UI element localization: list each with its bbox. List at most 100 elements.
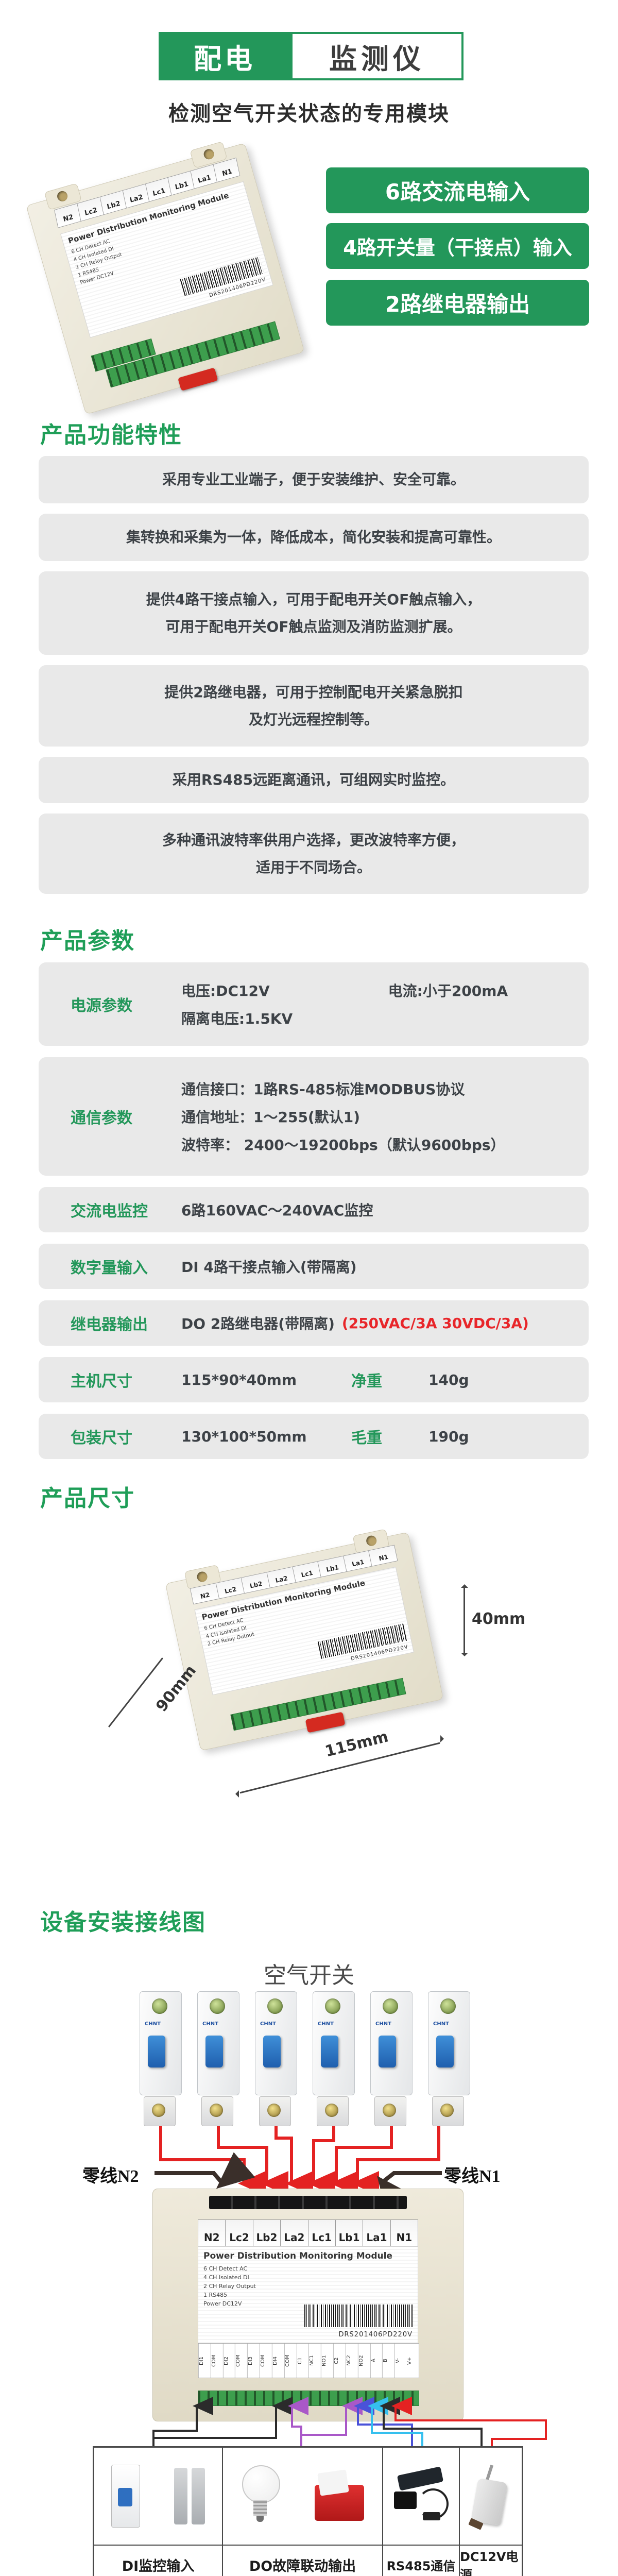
device-power-cell (460, 2448, 522, 2545)
ribbon-relay-output: 2路继电器输出 (326, 280, 589, 326)
param-label: 主机尺寸 (71, 1372, 132, 1391)
device-door-contacts (174, 2468, 205, 2524)
feature-text: 采用专业工业端子，便于安装维护、安全可靠。 (162, 471, 465, 488)
terminal-cell: V+ (407, 2357, 413, 2365)
top-connector (209, 2196, 407, 2209)
din-clip (178, 367, 218, 391)
terminal-cell: COM (210, 2344, 223, 2378)
param-value-rating: (250VAC/3A 30VDC/3A) (341, 1314, 529, 1332)
din-clip (305, 1711, 346, 1733)
param-row-comm: 通信参数 通信接口：1路RS-485标准MODBUS协议 通信地址：1～255(… (39, 1057, 589, 1176)
device-label: DO故障联动输出 (223, 2546, 383, 2576)
terminal-cell: DI2 (222, 2344, 235, 2378)
page-subtitle: 检测空气开关状态的专用模块 (168, 102, 450, 126)
dimensions-title: 产品尺寸 (40, 1485, 135, 1512)
barcode (304, 2304, 413, 2327)
neutral-left-label: 零线N2 (82, 2167, 139, 2186)
terminal-cell: V- (394, 2344, 407, 2378)
param-label: 数字量输入 (71, 1259, 148, 1277)
terminal-cell: Lc1 (308, 2220, 336, 2246)
ribbon-di-input: 4路开关量（干接点）输入 (326, 223, 589, 269)
param-value: 115*90*40mm (181, 1371, 297, 1388)
param-value: 6路160VAC～240VAC监控 (181, 1202, 373, 1219)
param-value: 电压:DC12V (181, 982, 270, 999)
device-rs485-cell (383, 2448, 460, 2545)
module-bullet: 6 CH Detect AC (203, 2265, 248, 2272)
breaker-heading: 空气开关 (264, 1963, 354, 1988)
dim-width-label: 115mm (323, 1727, 390, 1761)
feature-text: 提供4路干接点输入，可用于配电开关OF触点输入， (146, 590, 482, 608)
param-value: 通信地址：1～255(默认1) (181, 1109, 360, 1126)
param-label: 继电器输出 (71, 1316, 148, 1334)
module-bottom-terminals: DI1 COM DI2 COM DI3 COM DI4 COM C1 NC1 N… (198, 2343, 419, 2378)
module-title: Power Distribution Monitoring Module (203, 2251, 392, 2261)
terminal-cell: N1 (390, 2220, 418, 2246)
feature-text: 提供2路继电器，可用于控制配电开关紧急脱扣 (164, 683, 463, 701)
breaker-photo: CHNT (313, 1991, 355, 2126)
badge-left: 配电 (159, 32, 290, 80)
terminal-cell: COM (235, 2344, 248, 2378)
param-label: 净重 (351, 1372, 382, 1391)
dim-height-label: 40mm (472, 1610, 526, 1628)
features-title: 产品功能特性 (40, 422, 182, 448)
terminal-cell: Lb2 (253, 2220, 281, 2246)
terminal-cell: A (370, 2344, 383, 2378)
device-label: RS485通信 (383, 2546, 460, 2576)
wiring-module: N2 Lc2 Lb2 La2 Lc1 Lb1 La1 N1 Power Dist… (152, 2189, 464, 2421)
terminal-cell: COM (284, 2344, 297, 2378)
terminal-cell: La1 (363, 2220, 391, 2246)
terminal-cell: COM (260, 2344, 272, 2378)
terminal-cell: DI1 (198, 2344, 211, 2378)
device-power-adapter (465, 2463, 517, 2530)
params-title: 产品参数 (40, 928, 135, 954)
wiring-arrows-top (154, 2126, 442, 2215)
neutral-right-label: 零线N1 (444, 2167, 501, 2186)
feature-item: 提供4路干接点输入，可用于配电开关OF触点输入， 可用于配电开关OF触点监测及消… (39, 571, 589, 655)
device-siren (315, 2469, 365, 2521)
module-bullet: 1 RS485 (203, 2292, 228, 2299)
breaker-photo: CHNT (197, 1991, 239, 2126)
terminal-cell: B (382, 2344, 395, 2378)
param-row-do: 继电器输出 DO 2路继电器(带隔离) (250VAC/3A 30VDC/3A) (39, 1300, 589, 1346)
device-breaker (111, 2465, 140, 2528)
terminal-cell: NO1 (321, 2344, 334, 2378)
module-bullet: Power DC12V (203, 2300, 242, 2308)
terminal-cell: DI4 (271, 2344, 284, 2378)
param-row-di: 数字量输入 DI 4路干接点输入(带隔离) (39, 1244, 589, 1289)
param-value: 140g (428, 1371, 469, 1388)
feature-item: 采用RS485远距离通讯，可组网实时监控。 (39, 757, 589, 803)
device-do-cell (223, 2448, 383, 2545)
ribbon-ac-input: 6路交流电输入 (326, 167, 589, 213)
feature-item: 集转换和采集为一体，降低成本，简化安装和提高可靠性。 (39, 514, 589, 561)
feature-item: 采用专业工业端子，便于安装维护、安全可靠。 (39, 456, 589, 503)
device-di-cell (94, 2448, 223, 2545)
breaker-photo: CHNT (140, 1991, 182, 2126)
dim-line-height (464, 1587, 465, 1654)
feature-text: 及灯光远程控制等。 (248, 711, 379, 728)
param-value: 电流:小于200mA (388, 982, 508, 999)
terminal-cell: La2 (281, 2220, 308, 2246)
feature-item: 多种通讯波特率供用户选择，更改波特率方便， 适用于不同场合。 (39, 814, 589, 894)
breaker-photo: CHNT (370, 1991, 413, 2126)
terminal-cell: DI3 (247, 2344, 260, 2378)
device-label: DC12V电源 (460, 2550, 519, 2576)
param-value: DI 4路干接点输入(带隔离) (181, 1259, 357, 1276)
param-value: DO 2路继电器(带隔离) (181, 1315, 335, 1332)
breaker-photo: CHNT (255, 1991, 297, 2126)
wiring-title: 设备安装接线图 (40, 1909, 206, 1936)
feature-item: 提供2路继电器，可用于控制配电开关紧急脱扣 及灯光远程控制等。 (39, 665, 589, 747)
dim-line-depth (108, 1657, 164, 1727)
feature-text: 适用于不同场合。 (255, 859, 371, 876)
param-label: 毛重 (351, 1429, 382, 1447)
param-row-pack: 包装尺寸 130*100*50mm 毛重 190g (39, 1414, 589, 1459)
header-badge: 配电 监测仪 (159, 32, 464, 80)
device-label: DI监控输入 (94, 2546, 223, 2576)
terminal-cell: NC1 (308, 2344, 321, 2378)
terminal-cell: C1 (296, 2344, 309, 2378)
param-value: 130*100*50mm (181, 1428, 307, 1445)
terminal-cell: Lc2 (226, 2220, 253, 2246)
param-row-power: 电源参数 电压:DC12V 电流:小于200mA 隔离电压:1.5KV (39, 962, 589, 1046)
